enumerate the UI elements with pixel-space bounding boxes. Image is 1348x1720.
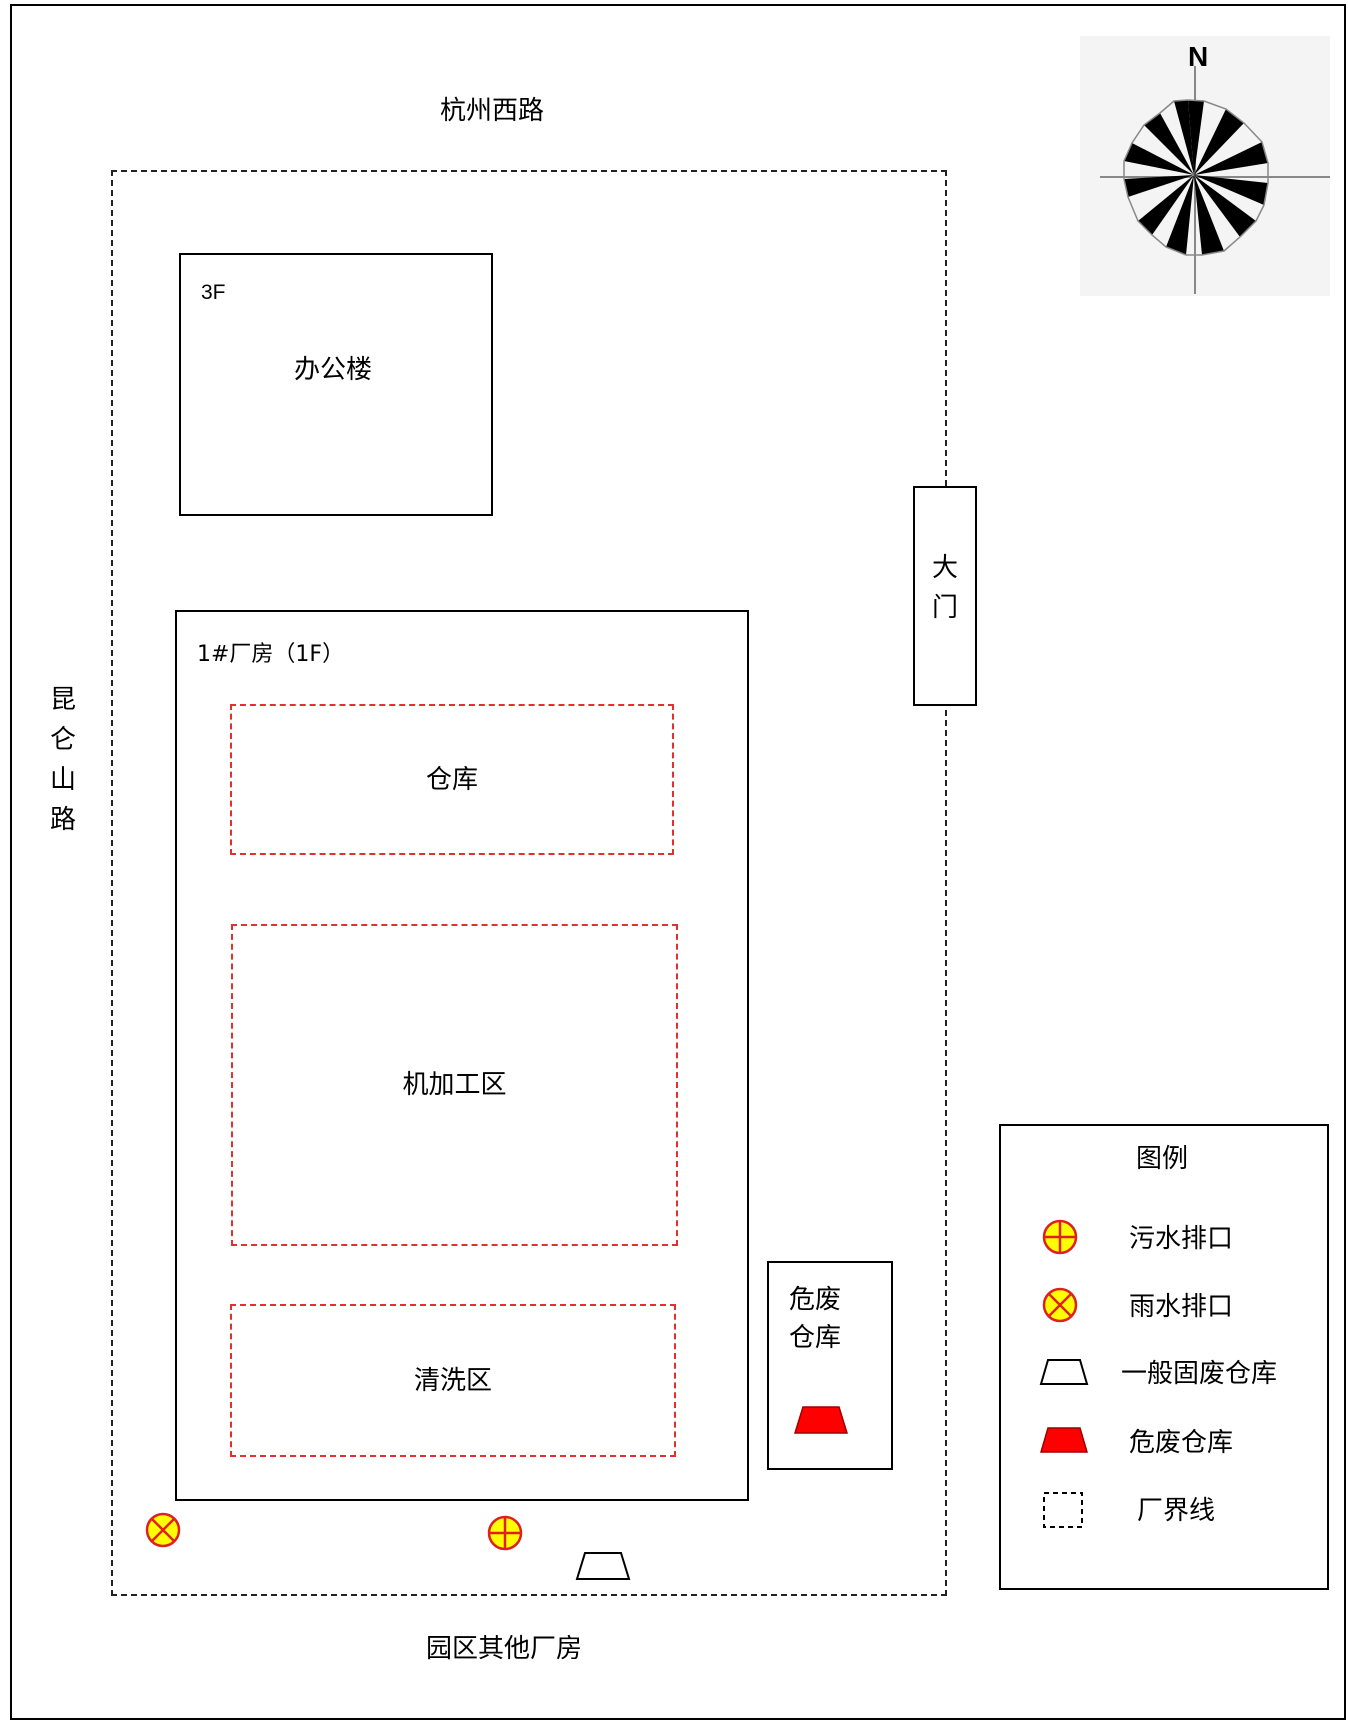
hazardous-waste-store-icon <box>1040 1427 1088 1453</box>
compass-rose: N <box>1080 36 1330 296</box>
gate-label: 大门 <box>931 553 958 623</box>
site-boundary <box>111 170 947 1596</box>
north-label: N <box>1188 41 1208 72</box>
factory-building-1: 1#厂房（1F） 仓库 机加工区 清洗区 <box>175 610 749 1501</box>
zone-machining: 机加工区 <box>231 924 678 1246</box>
zone-warehouse: 仓库 <box>230 704 674 855</box>
legend-title: 图例 <box>1136 1144 1189 1174</box>
sewage-outlet-icon <box>487 1515 523 1551</box>
legend-label-rainwater: 雨水排口 <box>1129 1292 1234 1322</box>
zone-cleaning: 清洗区 <box>230 1304 676 1457</box>
main-gate: 大门 <box>913 486 977 706</box>
sewage-outlet-icon <box>1042 1219 1078 1255</box>
hazardous-waste-store-icon <box>793 1406 849 1434</box>
road-north-label: 杭州西路 <box>440 96 545 126</box>
zone-warehouse-label: 仓库 <box>425 764 478 795</box>
wind-rose-icon: N <box>1080 36 1330 296</box>
office-building: 3F 办公楼 <box>179 253 493 516</box>
office-floor-label: 3F <box>201 281 226 304</box>
legend-label-boundary: 厂界线 <box>1137 1496 1216 1526</box>
hazardous-waste-store-label: 危废仓库 <box>789 1285 842 1353</box>
general-solid-waste-store-icon <box>1039 1359 1089 1385</box>
zone-machining-label: 机加工区 <box>402 1070 507 1100</box>
general-solid-waste-store-icon <box>575 1552 631 1580</box>
road-west-label: 昆仑山路 <box>49 685 76 835</box>
legend-box: 图例 污水排口 雨水排口 一般固废仓库 危废仓库 厂界线 <box>999 1124 1329 1590</box>
boundary-line-icon <box>1043 1492 1083 1528</box>
legend-label-sewage: 污水排口 <box>1129 1224 1234 1254</box>
legend-label-general-waste: 一般固废仓库 <box>1121 1359 1278 1389</box>
road-south-label: 园区其他厂房 <box>426 1634 583 1664</box>
legend-label-hazardous-waste: 危废仓库 <box>1129 1428 1234 1458</box>
rainwater-outlet-icon <box>1042 1287 1078 1323</box>
hazardous-waste-store: 危废仓库 <box>767 1261 893 1470</box>
office-name-label: 办公楼 <box>294 355 373 385</box>
zone-cleaning-label: 清洗区 <box>413 1365 492 1396</box>
factory-label: 1#厂房（1F） <box>197 642 345 667</box>
rainwater-outlet-icon <box>145 1512 181 1548</box>
